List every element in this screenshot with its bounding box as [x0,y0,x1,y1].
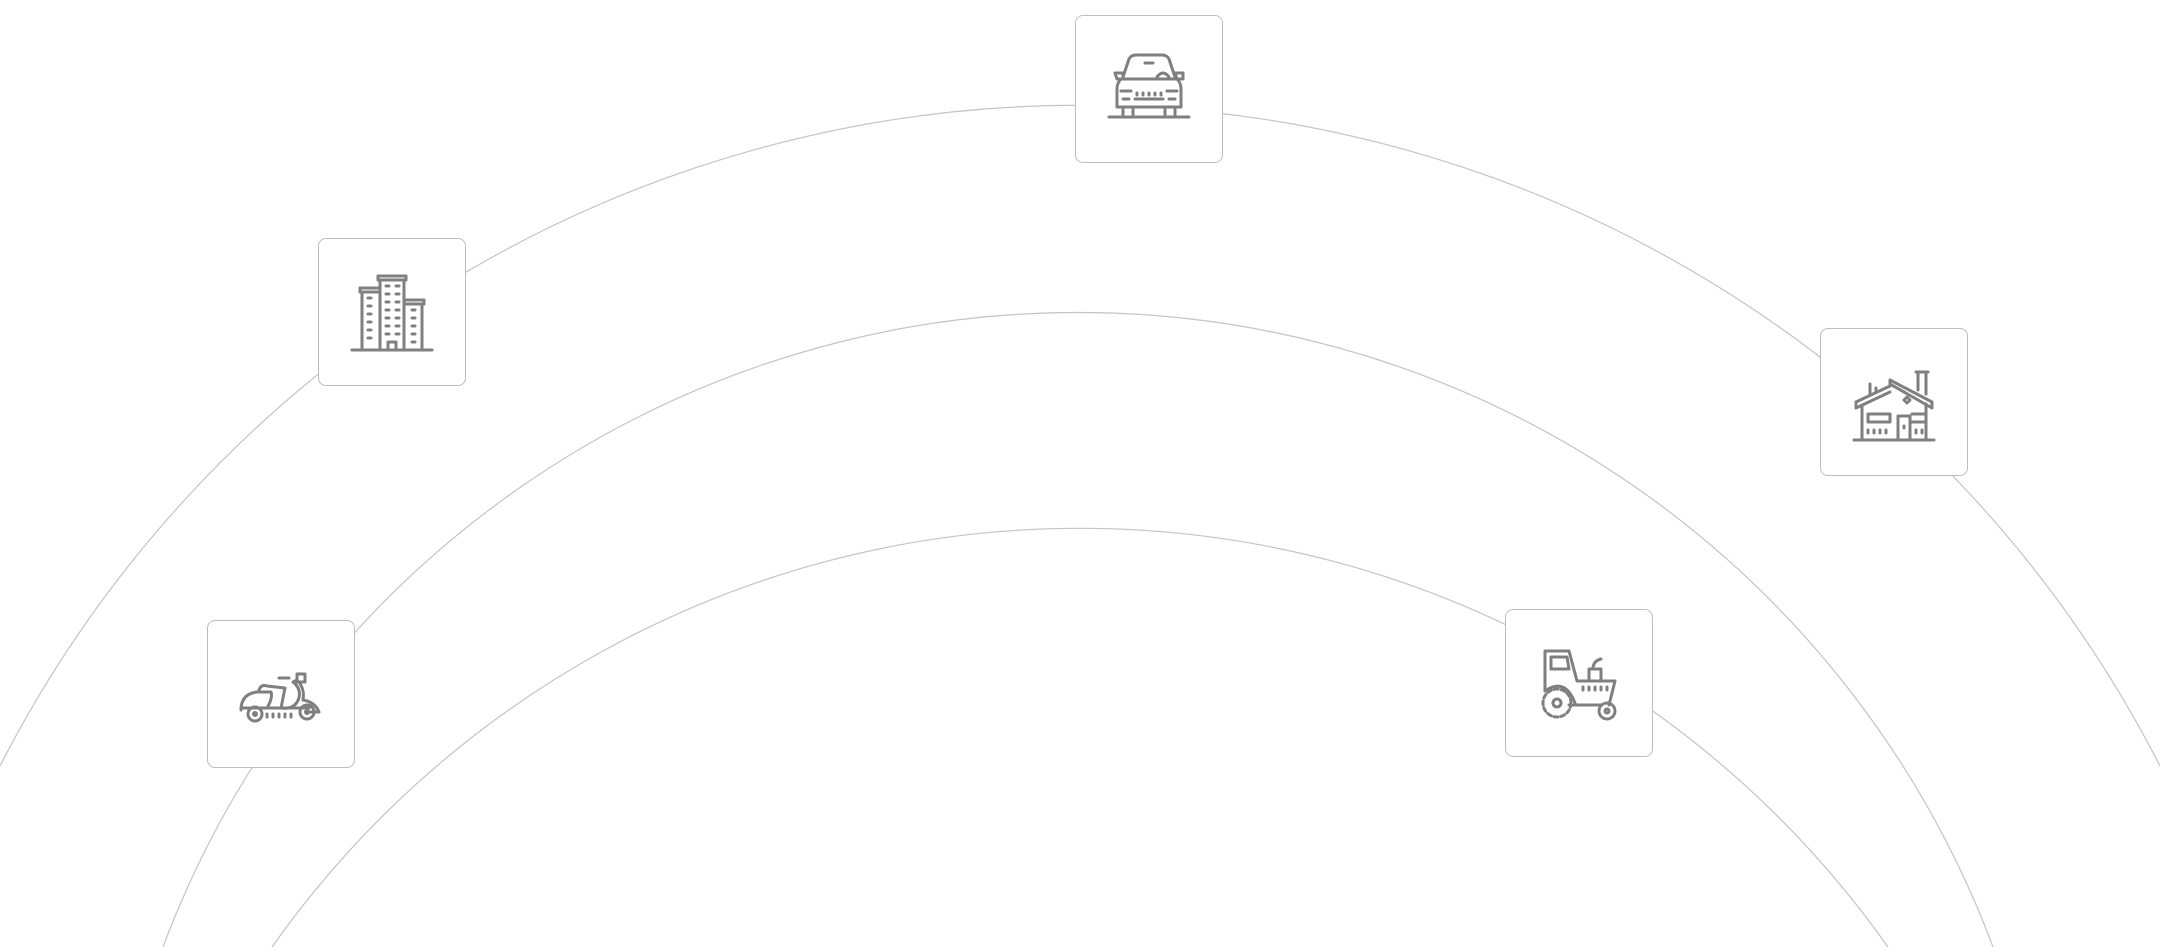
inner-arc [271,527,1889,947]
building-tile[interactable] [318,238,466,386]
house-icon [1852,370,1936,442]
house-tile[interactable] [1820,328,1968,476]
car-tile[interactable] [1075,15,1223,163]
office-building-icon [350,274,434,352]
middle-arc [162,311,1994,947]
tractor-icon [1541,649,1617,721]
scooter-tile[interactable] [207,620,355,768]
scooter-icon [239,672,321,723]
car-icon [1107,53,1191,119]
tractor-tile[interactable] [1505,609,1653,757]
